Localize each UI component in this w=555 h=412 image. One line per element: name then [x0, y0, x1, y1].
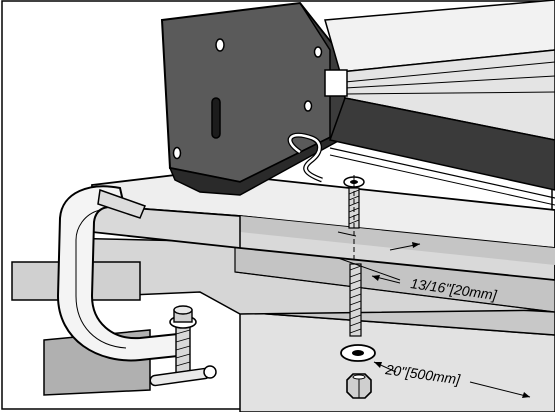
depth-dimension-lines	[373, 361, 531, 398]
fence-rail	[324, 0, 555, 206]
bolt-lower	[349, 263, 362, 337]
hex-nut	[346, 373, 372, 399]
washer	[340, 344, 376, 362]
gap-dimension-lines	[337, 231, 421, 284]
c-clamp	[56, 185, 217, 387]
